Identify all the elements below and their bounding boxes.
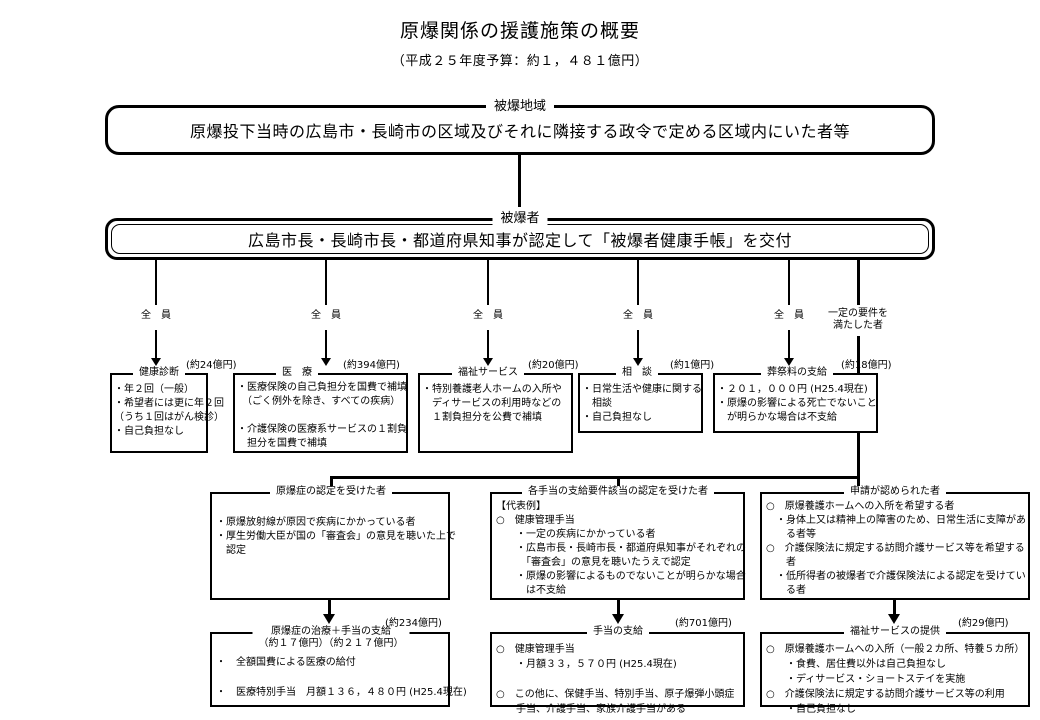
branch-label-1: 全 員 [141, 310, 171, 321]
service-box-iryo: 医 療 (約394億円) ・医療保険の自己負担分を国費で補填 （ごく例外を除き、… [233, 360, 408, 453]
branch-stem-4b [637, 330, 639, 362]
benefit-box-chiryo-teate: 原爆症の治療＋手当の支給 （約１７億円）（約２１７億円） (約234億円) ・ … [210, 618, 467, 707]
branch-label-2: 全 員 [311, 310, 341, 321]
benefit-box-teate-shikyu: 手当の支給 (約701億円) ○ 健康管理手当 ・月額３３，５７０円 (H25.… [490, 618, 745, 715]
top-box-hibakusha: 広島市長・長崎市長・都道府県知事が認定して「被爆者健康手帳」を交付 被爆者 [105, 207, 935, 260]
service-box-kenko-shindan-amount: (約24億円) [186, 360, 237, 371]
benefit-box-chiryo-teate-amount: (約234億円) [385, 618, 442, 629]
service-box-kenko-shindan-body: ・年２回（一般） ・希望者には更に年２回 （うち１回はがん検診） ・自己負担なし [114, 384, 224, 437]
service-box-sodan: 相 談 (約1億円) ・日常生活や健康に関する 相談 ・自己負担なし [578, 360, 714, 433]
page-title: 原爆関係の援護施策の概要 [399, 20, 640, 42]
arrow-line-benefit-2 [617, 600, 620, 618]
bus-drop-criteria-3 [857, 476, 860, 490]
branch-stem-3 [487, 260, 489, 305]
branch-stem-2 [325, 260, 327, 305]
criteria-box-shinsei-body: ○ 原爆養護ホームへの入所を希望する者 ・身体上又は精神上の障害のため、日常生活… [766, 501, 1026, 596]
branch-stem-1b [155, 330, 157, 362]
arrow-head-benefit-3 [888, 614, 900, 624]
benefit-box-fukushi-teikyo-body: ○ 原爆養護ホームへの入所（一般２カ所、特養５カ所） ・食費、居住費以外は自己負… [766, 644, 1025, 715]
branch-label-5: 全 員 [774, 310, 804, 321]
criteria-box-genbakusho: 原爆症の認定を受けた者 ・原爆放射線が原因で疾病にかかっている者 ・厚生労働大臣… [210, 486, 456, 600]
service-box-sosairyo-body: ・２０１，０００円 (H25.4現在) ・原爆の影響による死亡でないこと が明ら… [717, 384, 877, 423]
service-box-fukushi-service-amount: (約20億円) [528, 360, 579, 371]
benefit-box-fukushi-teikyo-amount: (約29億円) [958, 618, 1009, 629]
top-box-hibakusha-caption: 被爆者 [492, 207, 548, 226]
top-box-hibakusha-text: 広島市長・長崎市長・都道府県知事が認定して「被爆者健康手帳」を交付 [247, 231, 793, 250]
service-box-sosairyo-label: 葬祭料の支給 [761, 367, 833, 379]
criteria-box-genbakusho-body: ・原爆放射線が原因で疾病にかかっている者 ・厚生労働大臣が国の「審査会」の意見を… [216, 517, 456, 556]
service-box-sosairyo: 葬祭料の支給 (約18億円) ・２０１，０００円 (H25.4現在) ・原爆の影… [713, 360, 892, 433]
service-box-kenko-shindan-label: 健康診断 [133, 367, 185, 379]
bus-drop-criteria-2 [617, 476, 620, 490]
branch-stem-4 [637, 260, 639, 305]
branch-stem-1 [155, 260, 157, 305]
top-box-region-caption: 被爆地域 [485, 95, 555, 114]
service-box-kenko-shindan: 健康診断 (約24億円) ・年２回（一般） ・希望者には更に年２回 （うち１回は… [110, 360, 237, 453]
arrow-line-benefit-3 [893, 600, 896, 618]
branch-label-3: 全 員 [473, 310, 503, 321]
criteria-box-shinsei: 申請が認められた者 ○ 原爆養護ホームへの入所を希望する者 ・身体上又は精神上の… [760, 486, 1030, 600]
branch-stem-5b [788, 330, 790, 362]
branch-stem-3b [487, 330, 489, 362]
branch-arrow-4 [633, 358, 643, 366]
criteria-box-teate-youken: 各手当の支給要件該当の認定を受けた者 【代表例】 ○ 健康管理手当 ・一定の疾病… [490, 486, 746, 600]
arrow-head-benefit-1 [323, 614, 335, 624]
connector-region-to-hibakusha [518, 155, 521, 213]
bus-line-left-tick [330, 476, 333, 490]
criteria-box-teate-youken-body: 【代表例】 ○ 健康管理手当 ・一定の疾病にかかっている者 ・広島市長・長崎市長… [496, 501, 746, 596]
benefit-box-fukushi-teikyo: 福祉サービスの提供 (約29億円) ○ 原爆養護ホームへの入所（一般２カ所、特養… [760, 618, 1030, 715]
branch-label-4: 全 員 [623, 310, 653, 321]
branch-stem-2b [325, 330, 327, 362]
service-box-sodan-amount: (約1億円) [670, 360, 715, 371]
service-box-fukushi-service: 福祉サービス (約20億円) ・特別養護老人ホームの入所や ディサービスの利用時… [418, 360, 579, 453]
arrow-line-benefit-1 [328, 600, 331, 618]
benefit-box-chiryo-teate-label: 原爆症の治療＋手当の支給 （約１７億円）（約２１７億円） [252, 626, 410, 650]
branch-arrow-3 [483, 358, 493, 366]
service-box-iryo-body: ・医療保険の自己負担分を国費で補填 （ごく例外を除き、すべての疾病） ・介護保険… [237, 382, 407, 449]
branch-arrow-1 [151, 358, 161, 366]
top-box-region: 原爆投下当時の広島市・長崎市の区域及びそれに隣接する政令で定める区域内にいた者等… [105, 95, 935, 155]
service-box-iryo-amount: (約394億円) [343, 360, 400, 371]
criteria-box-shinsei-label: 申請が認められた者 [844, 486, 946, 498]
benefit-box-fukushi-teikyo-label: 福祉サービスの提供 [844, 626, 946, 638]
branch-arrow-5 [784, 358, 794, 366]
bus-line-criteria [330, 476, 860, 479]
branch-label-6: 一定の要件を 満たした者 [828, 308, 888, 331]
page-subtitle: （平成２５年度予算：約１，４８１億円） [391, 54, 649, 69]
arrow-head-benefit-2 [612, 614, 624, 624]
benefit-box-chiryo-teate-body: ・ 全額国費による医療の給付 ・ 医療特別手当 月額１３６，４８０円 (H25.… [216, 657, 467, 698]
service-box-fukushi-service-label: 福祉サービス [452, 367, 524, 379]
benefit-box-teate-shikyu-label: 手当の支給 [587, 626, 649, 638]
service-box-sodan-body: ・日常生活や健康に関する 相談 ・自己負担なし [582, 384, 702, 423]
service-box-sosairyo-amount: (約18億円) [841, 360, 892, 371]
service-box-fukushi-service-body: ・特別養護老人ホームの入所や ディサービスの利用時などの １割負担分を公費で補填 [422, 384, 562, 423]
top-box-region-text: 原爆投下当時の広島市・長崎市の区域及びそれに隣接する政令で定める区域内にいた者等 [189, 122, 850, 141]
service-box-iryo-label: 医 療 [276, 367, 318, 379]
criteria-box-teate-youken-label: 各手当の支給要件該当の認定を受けた者 [522, 486, 714, 498]
criteria-box-genbakusho-label: 原爆症の認定を受けた者 [270, 486, 392, 498]
service-box-sodan-label: 相 談 [616, 367, 658, 379]
branch-stem-5 [788, 260, 790, 305]
branch-stem-6 [857, 260, 860, 305]
benefit-box-teate-shikyu-amount: (約701億円) [675, 618, 732, 629]
branch-arrow-2 [321, 358, 331, 366]
benefit-box-teate-shikyu-body: ○ 健康管理手当 ・月額３３，５７０円 (H25.4現在) ○ この他に、保健手… [496, 644, 735, 715]
